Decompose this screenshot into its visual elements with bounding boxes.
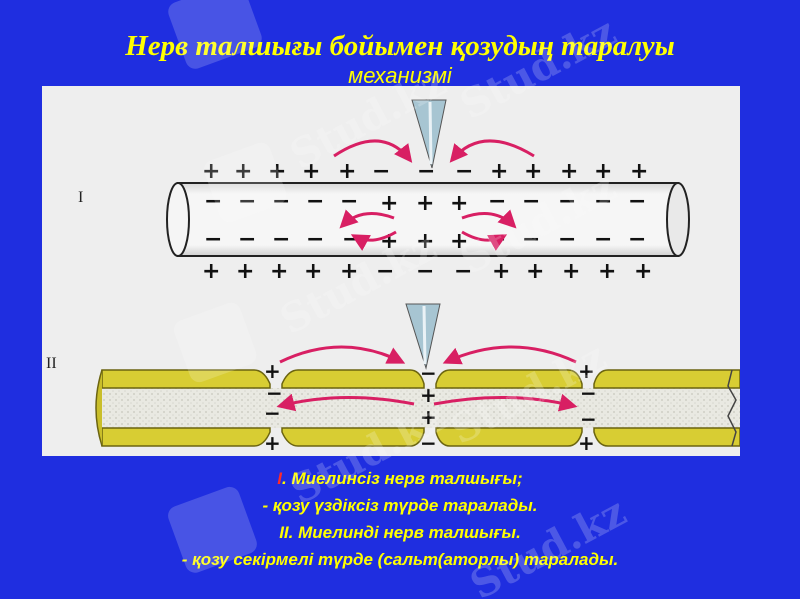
saltatory-arrows [276,345,578,412]
svg-text:+: + [270,259,288,284]
svg-text:−: − [340,189,358,214]
current-arrows-I [333,139,535,251]
svg-text:−: − [454,259,472,284]
svg-text:+: + [634,259,652,284]
svg-text:−: − [417,159,435,184]
svg-text:−: − [272,227,290,252]
svg-text:+: + [202,159,220,184]
title-line-2: механизмі [348,63,452,88]
svg-text:−: − [204,189,222,214]
svg-text:−: − [376,259,394,284]
myelinated-fiber [95,369,740,447]
label-II: II [46,355,57,372]
diagram-canvas: I ++++ +−−− +++++ −−−− −+++ −−−−− −−−− −… [46,99,740,455]
svg-text:+: + [380,191,398,216]
unmyelinated-fiber [166,182,690,257]
svg-text:−: − [264,401,281,425]
svg-text:+: + [304,259,322,284]
charges-outer-bottom: ++++ +−−− +++++ [202,259,652,284]
svg-text:−: − [594,227,612,252]
svg-text:−: − [580,407,597,431]
svg-text:−: − [558,227,576,252]
svg-text:+: + [594,159,612,184]
svg-text:+: + [268,159,286,184]
svg-text:+: + [560,159,578,184]
caption-line-3: II. Миелинді нерв талшығы. [279,523,521,542]
svg-text:+: + [630,159,648,184]
svg-text:+: + [450,191,468,216]
title-line-1: Нерв талшығы бойымен қозудың таралуы [125,30,675,62]
svg-text:−: − [488,189,506,214]
svg-text:−: − [522,227,540,252]
svg-text:−: − [272,189,290,214]
svg-text:+: + [264,359,281,383]
svg-text:+: + [562,259,580,284]
caption-line-2: - қозу үздіксіз түрде таралады. [262,496,538,515]
caption-numeral: I [277,469,283,488]
node-charges: +−−+ −++− +−−+ [264,359,597,455]
caption-line-1-text: . Миелинсіз нерв талшығы; [282,469,523,488]
svg-text:+: + [490,159,508,184]
svg-text:+: + [578,431,595,455]
svg-text:+: + [492,259,510,284]
svg-text:−: − [372,159,390,184]
slide-caption: I. Миелинсіз нерв талшығы; - қозу үздікс… [60,465,740,573]
svg-text:+: + [578,359,595,383]
svg-text:+: + [264,431,281,455]
svg-text:−: − [628,227,646,252]
svg-text:−: − [238,227,256,252]
svg-text:+: + [416,191,434,216]
svg-text:−: − [455,159,473,184]
svg-text:+: + [302,159,320,184]
svg-text:+: + [420,383,437,407]
caption-line-4: - қозу секірмелі түрде (сальт(аторлы) та… [181,550,619,569]
svg-text:+: + [338,159,356,184]
electrode-bottom [405,303,441,370]
svg-text:+: + [202,259,220,284]
svg-text:+: + [416,229,434,254]
svg-text:−: − [420,431,437,455]
nerve-fiber-diagram: I ++++ +−−− +++++ −−−− −+++ −−−−− −−−− −… [42,86,740,456]
svg-text:−: − [416,259,434,284]
svg-text:−: − [342,227,360,252]
svg-text:+: + [524,159,542,184]
charges-inner-upper: −−−− −+++ −−−−− [204,189,646,216]
svg-text:−: − [420,361,437,385]
svg-text:+: + [234,159,252,184]
electrode-top [411,99,447,169]
svg-text:−: − [522,189,540,214]
svg-text:−: − [580,381,597,405]
svg-text:−: − [306,189,324,214]
svg-text:+: + [380,229,398,254]
svg-text:−: − [306,227,324,252]
slide-title: Нерв талшығы бойымен қозудың таралуы мех… [40,30,760,92]
svg-text:−: − [594,189,612,214]
svg-text:−: − [204,227,222,252]
svg-text:+: + [450,229,468,254]
svg-text:+: + [340,259,358,284]
label-I: I [78,189,83,206]
svg-text:+: + [598,259,616,284]
svg-text:−: − [238,189,256,214]
svg-text:+: + [420,405,437,429]
svg-text:+: + [236,259,254,284]
charges-outer-top: ++++ +−−− +++++ [202,159,648,184]
svg-text:+: + [526,259,544,284]
caption-line-1: I. Миелинсіз нерв талшығы; [60,465,740,492]
svg-text:−: − [558,189,576,214]
svg-text:−: − [628,189,646,214]
